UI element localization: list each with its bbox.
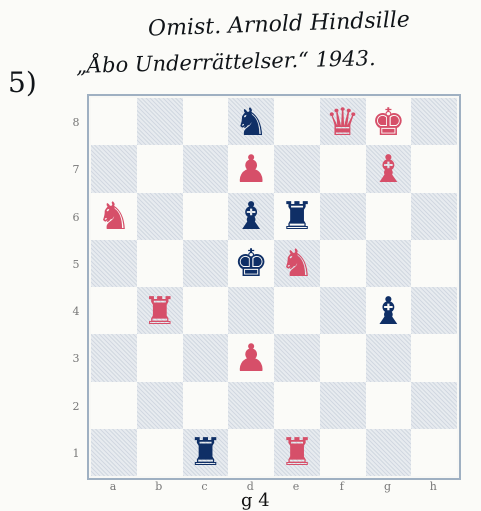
- square-f8: ♛: [320, 98, 366, 145]
- rank-label-4: 4: [70, 305, 82, 318]
- square-c3: [183, 334, 229, 381]
- square-g1: [366, 429, 412, 476]
- black-bishop-icon: ♝: [366, 287, 412, 334]
- square-e4: [274, 287, 320, 334]
- square-h1: [411, 429, 457, 476]
- square-e2: [274, 382, 320, 429]
- square-h3: [411, 334, 457, 381]
- file-label-b: b: [149, 480, 169, 493]
- white-rook-icon: ♜: [137, 287, 183, 334]
- square-h6: [411, 193, 457, 240]
- white-bishop-icon: ♝: [366, 145, 412, 192]
- file-label-h: h: [423, 480, 443, 493]
- file-label-a: a: [103, 480, 123, 493]
- file-label-e: e: [286, 480, 306, 493]
- square-b4: ♜: [137, 287, 183, 334]
- square-c7: [183, 145, 229, 192]
- square-a5: [91, 240, 137, 287]
- square-b6: [137, 193, 183, 240]
- square-a7: [91, 145, 137, 192]
- square-c4: [183, 287, 229, 334]
- square-d8: ♞: [228, 98, 274, 145]
- file-label-f: f: [332, 480, 352, 493]
- square-b1: [137, 429, 183, 476]
- square-d7: ♟: [228, 145, 274, 192]
- file-label-c: c: [195, 480, 215, 493]
- white-queen-icon: ♛: [320, 98, 366, 145]
- square-g8: ♚: [366, 98, 412, 145]
- square-h7: [411, 145, 457, 192]
- square-d5: ♚: [228, 240, 274, 287]
- rank-label-7: 7: [70, 163, 82, 176]
- square-a6: ♞: [91, 193, 137, 240]
- square-d3: ♟: [228, 334, 274, 381]
- composer-name: Omist. Arnold Hindsille: [148, 7, 411, 41]
- square-c2: [183, 382, 229, 429]
- square-c5: [183, 240, 229, 287]
- square-d1: [228, 429, 274, 476]
- square-g7: ♝: [366, 145, 412, 192]
- square-e5: ♞: [274, 240, 320, 287]
- rank-label-6: 6: [70, 211, 82, 224]
- white-knight-icon: ♞: [91, 193, 137, 240]
- square-d2: [228, 382, 274, 429]
- rank-label-5: 5: [70, 258, 82, 271]
- white-knight-icon: ♞: [274, 240, 320, 287]
- square-g2: [366, 382, 412, 429]
- square-c6: [183, 193, 229, 240]
- black-rook-icon: ♜: [274, 193, 320, 240]
- square-f1: [320, 429, 366, 476]
- rank-label-8: 8: [70, 116, 82, 129]
- rank-label-1: 1: [70, 447, 82, 460]
- square-c1: ♜: [183, 429, 229, 476]
- square-e8: [274, 98, 320, 145]
- file-label-g: g: [378, 480, 398, 493]
- white-pawn-icon: ♟: [228, 334, 274, 381]
- square-e1: ♜: [274, 429, 320, 476]
- square-a8: [91, 98, 137, 145]
- white-rook-icon: ♜: [274, 429, 320, 476]
- square-h2: [411, 382, 457, 429]
- rank-label-2: 2: [70, 400, 82, 413]
- square-g4: ♝: [366, 287, 412, 334]
- square-b3: [137, 334, 183, 381]
- square-g3: [366, 334, 412, 381]
- black-king-icon: ♚: [228, 240, 274, 287]
- rank-label-3: 3: [70, 352, 82, 365]
- square-e6: ♜: [274, 193, 320, 240]
- square-a3: [91, 334, 137, 381]
- black-bishop-icon: ♝: [228, 193, 274, 240]
- white-pawn-icon: ♟: [228, 145, 274, 192]
- square-f3: [320, 334, 366, 381]
- square-e3: [274, 334, 320, 381]
- chess-board: ♞♛♚♟♝♞♝♜♚♞♜♝♟♜♜: [91, 98, 457, 476]
- square-h8: [411, 98, 457, 145]
- square-f6: [320, 193, 366, 240]
- black-knight-icon: ♞: [228, 98, 274, 145]
- square-h4: [411, 287, 457, 334]
- square-a1: [91, 429, 137, 476]
- square-f7: [320, 145, 366, 192]
- problem-number: 5): [8, 66, 37, 99]
- square-a4: [91, 287, 137, 334]
- white-king-icon: ♚: [366, 98, 412, 145]
- chess-board-frame: ♞♛♚♟♝♞♝♜♚♞♜♝♟♜♜: [87, 94, 461, 480]
- black-rook-icon: ♜: [183, 429, 229, 476]
- square-f2: [320, 382, 366, 429]
- square-e7: [274, 145, 320, 192]
- square-a2: [91, 382, 137, 429]
- square-c8: [183, 98, 229, 145]
- square-h5: [411, 240, 457, 287]
- square-b8: [137, 98, 183, 145]
- square-g6: [366, 193, 412, 240]
- square-b5: [137, 240, 183, 287]
- square-f4: [320, 287, 366, 334]
- square-b2: [137, 382, 183, 429]
- square-d6: ♝: [228, 193, 274, 240]
- square-g5: [366, 240, 412, 287]
- square-b7: [137, 145, 183, 192]
- square-d4: [228, 287, 274, 334]
- square-f5: [320, 240, 366, 287]
- publication-source: „Åbo Underrättelser.“ 1943.: [76, 46, 376, 78]
